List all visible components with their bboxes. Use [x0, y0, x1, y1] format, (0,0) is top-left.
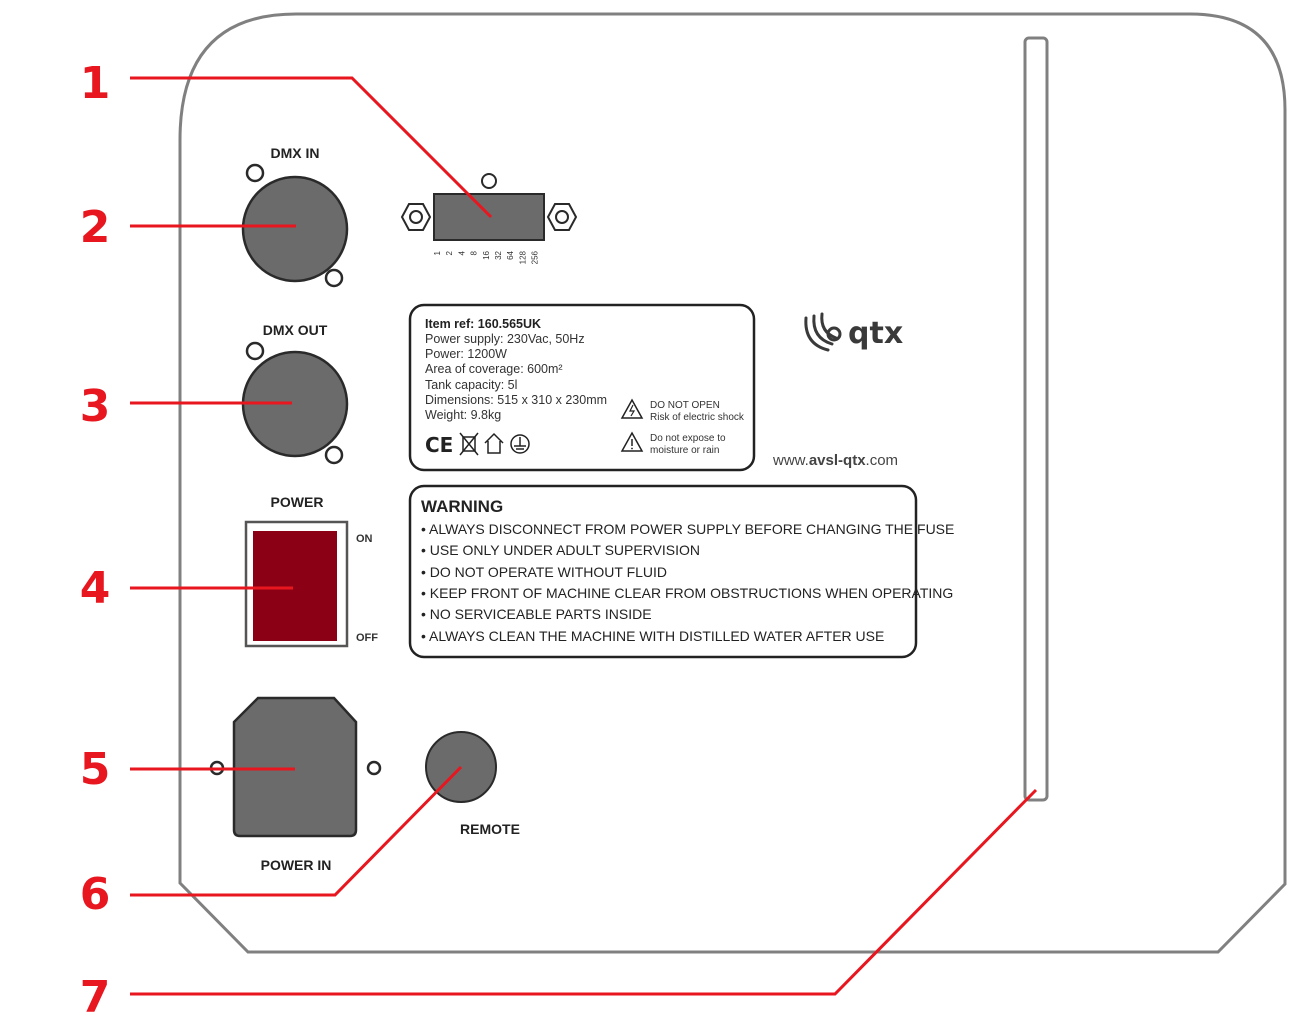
- dip-value-2: 2: [445, 250, 454, 255]
- notice-line: Risk of electric shock: [650, 412, 745, 423]
- dip-value-256: 256: [531, 250, 540, 264]
- caution-icon: [620, 431, 644, 452]
- warning-item: • USE ONLY UNDER ADULT SUPERVISION: [421, 542, 700, 558]
- dip-value-32: 32: [494, 250, 503, 259]
- warning-item: • NO SERVICEABLE PARTS INSIDE: [421, 606, 652, 622]
- side-slot: [1023, 36, 1049, 802]
- callout-number-5: 5: [80, 744, 111, 795]
- dmx-in-connector: [241, 163, 349, 288]
- switch-off-label: OFF: [356, 632, 378, 644]
- notice-line: DO NOT OPEN: [650, 400, 720, 411]
- indoor-use-icon: [484, 432, 504, 454]
- callout-number-2: 2: [80, 202, 111, 253]
- spec-line: Dimensions: 515 x 310 x 230mm: [425, 393, 607, 407]
- callout-number-4: 4: [80, 563, 111, 614]
- remote-label: REMOTE: [460, 821, 520, 837]
- website-prefix: www.: [772, 452, 809, 469]
- spec-line: Power supply: 230Vac, 50Hz: [425, 332, 585, 346]
- warning-item: • DO NOT OPERATE WITHOUT FLUID: [421, 564, 667, 580]
- dip-value-1: 1: [433, 250, 442, 255]
- spec-line: Tank capacity: 5l: [425, 378, 517, 392]
- electric-shock-warning-icon: [620, 398, 644, 419]
- qtx-logo-icon: [804, 312, 842, 352]
- website: www.avsl-qtx.com: [772, 452, 898, 469]
- dip-value-4: 4: [457, 250, 466, 255]
- brand-name: qtx: [848, 316, 903, 351]
- warning-box: [408, 484, 918, 659]
- callout-line-1: [130, 76, 493, 219]
- warning-item: • KEEP FRONT OF MACHINE CLEAR FROM OBSTR…: [421, 585, 953, 601]
- panel-outline: [178, 12, 1287, 954]
- spec-line: Power: 1200W: [425, 347, 507, 361]
- dip-value-128: 128: [518, 250, 527, 264]
- spec-label-box: [408, 303, 756, 472]
- spec-line: Weight: 9.8kg: [425, 408, 501, 422]
- dip-switch: [400, 173, 578, 241]
- warning-item: • ALWAYS DISCONNECT FROM POWER SUPPLY BE…: [421, 521, 954, 537]
- callout-number-3: 3: [80, 381, 111, 432]
- power-switch: [244, 520, 349, 648]
- weee-bin-icon: [459, 432, 479, 456]
- dip-value-64: 64: [506, 250, 515, 259]
- warning-title: WARNING: [421, 497, 503, 516]
- notice-line: Do not expose to: [650, 433, 726, 444]
- notice-line: moisture or rain: [650, 445, 719, 456]
- spec-line: Area of coverage: 600m²: [425, 362, 563, 376]
- power-in-label: POWER IN: [261, 857, 332, 873]
- callout-line-6: [130, 765, 463, 897]
- spec-item-ref: Item ref: 160.565UK: [425, 317, 541, 331]
- earth-ground-icon: [510, 434, 530, 454]
- ce-mark: CE: [425, 433, 453, 457]
- callout-line-7: [130, 788, 1038, 996]
- dip-value-16: 16: [482, 250, 491, 259]
- switch-on-label: ON: [356, 533, 373, 545]
- dmx-out-label: DMX OUT: [263, 322, 328, 338]
- power-label: POWER: [271, 494, 324, 510]
- callout-number-1: 1: [80, 58, 111, 109]
- power-in-socket: [209, 696, 382, 838]
- callout-number-7: 7: [80, 972, 111, 1023]
- website-suffix: .com: [866, 452, 899, 469]
- warning-item: • ALWAYS CLEAN THE MACHINE WITH DISTILLE…: [421, 628, 884, 644]
- website-domain: avsl-qtx: [809, 452, 866, 469]
- dip-value-8: 8: [470, 250, 479, 255]
- callout-number-6: 6: [80, 869, 111, 920]
- dmx-in-label: DMX IN: [271, 145, 320, 161]
